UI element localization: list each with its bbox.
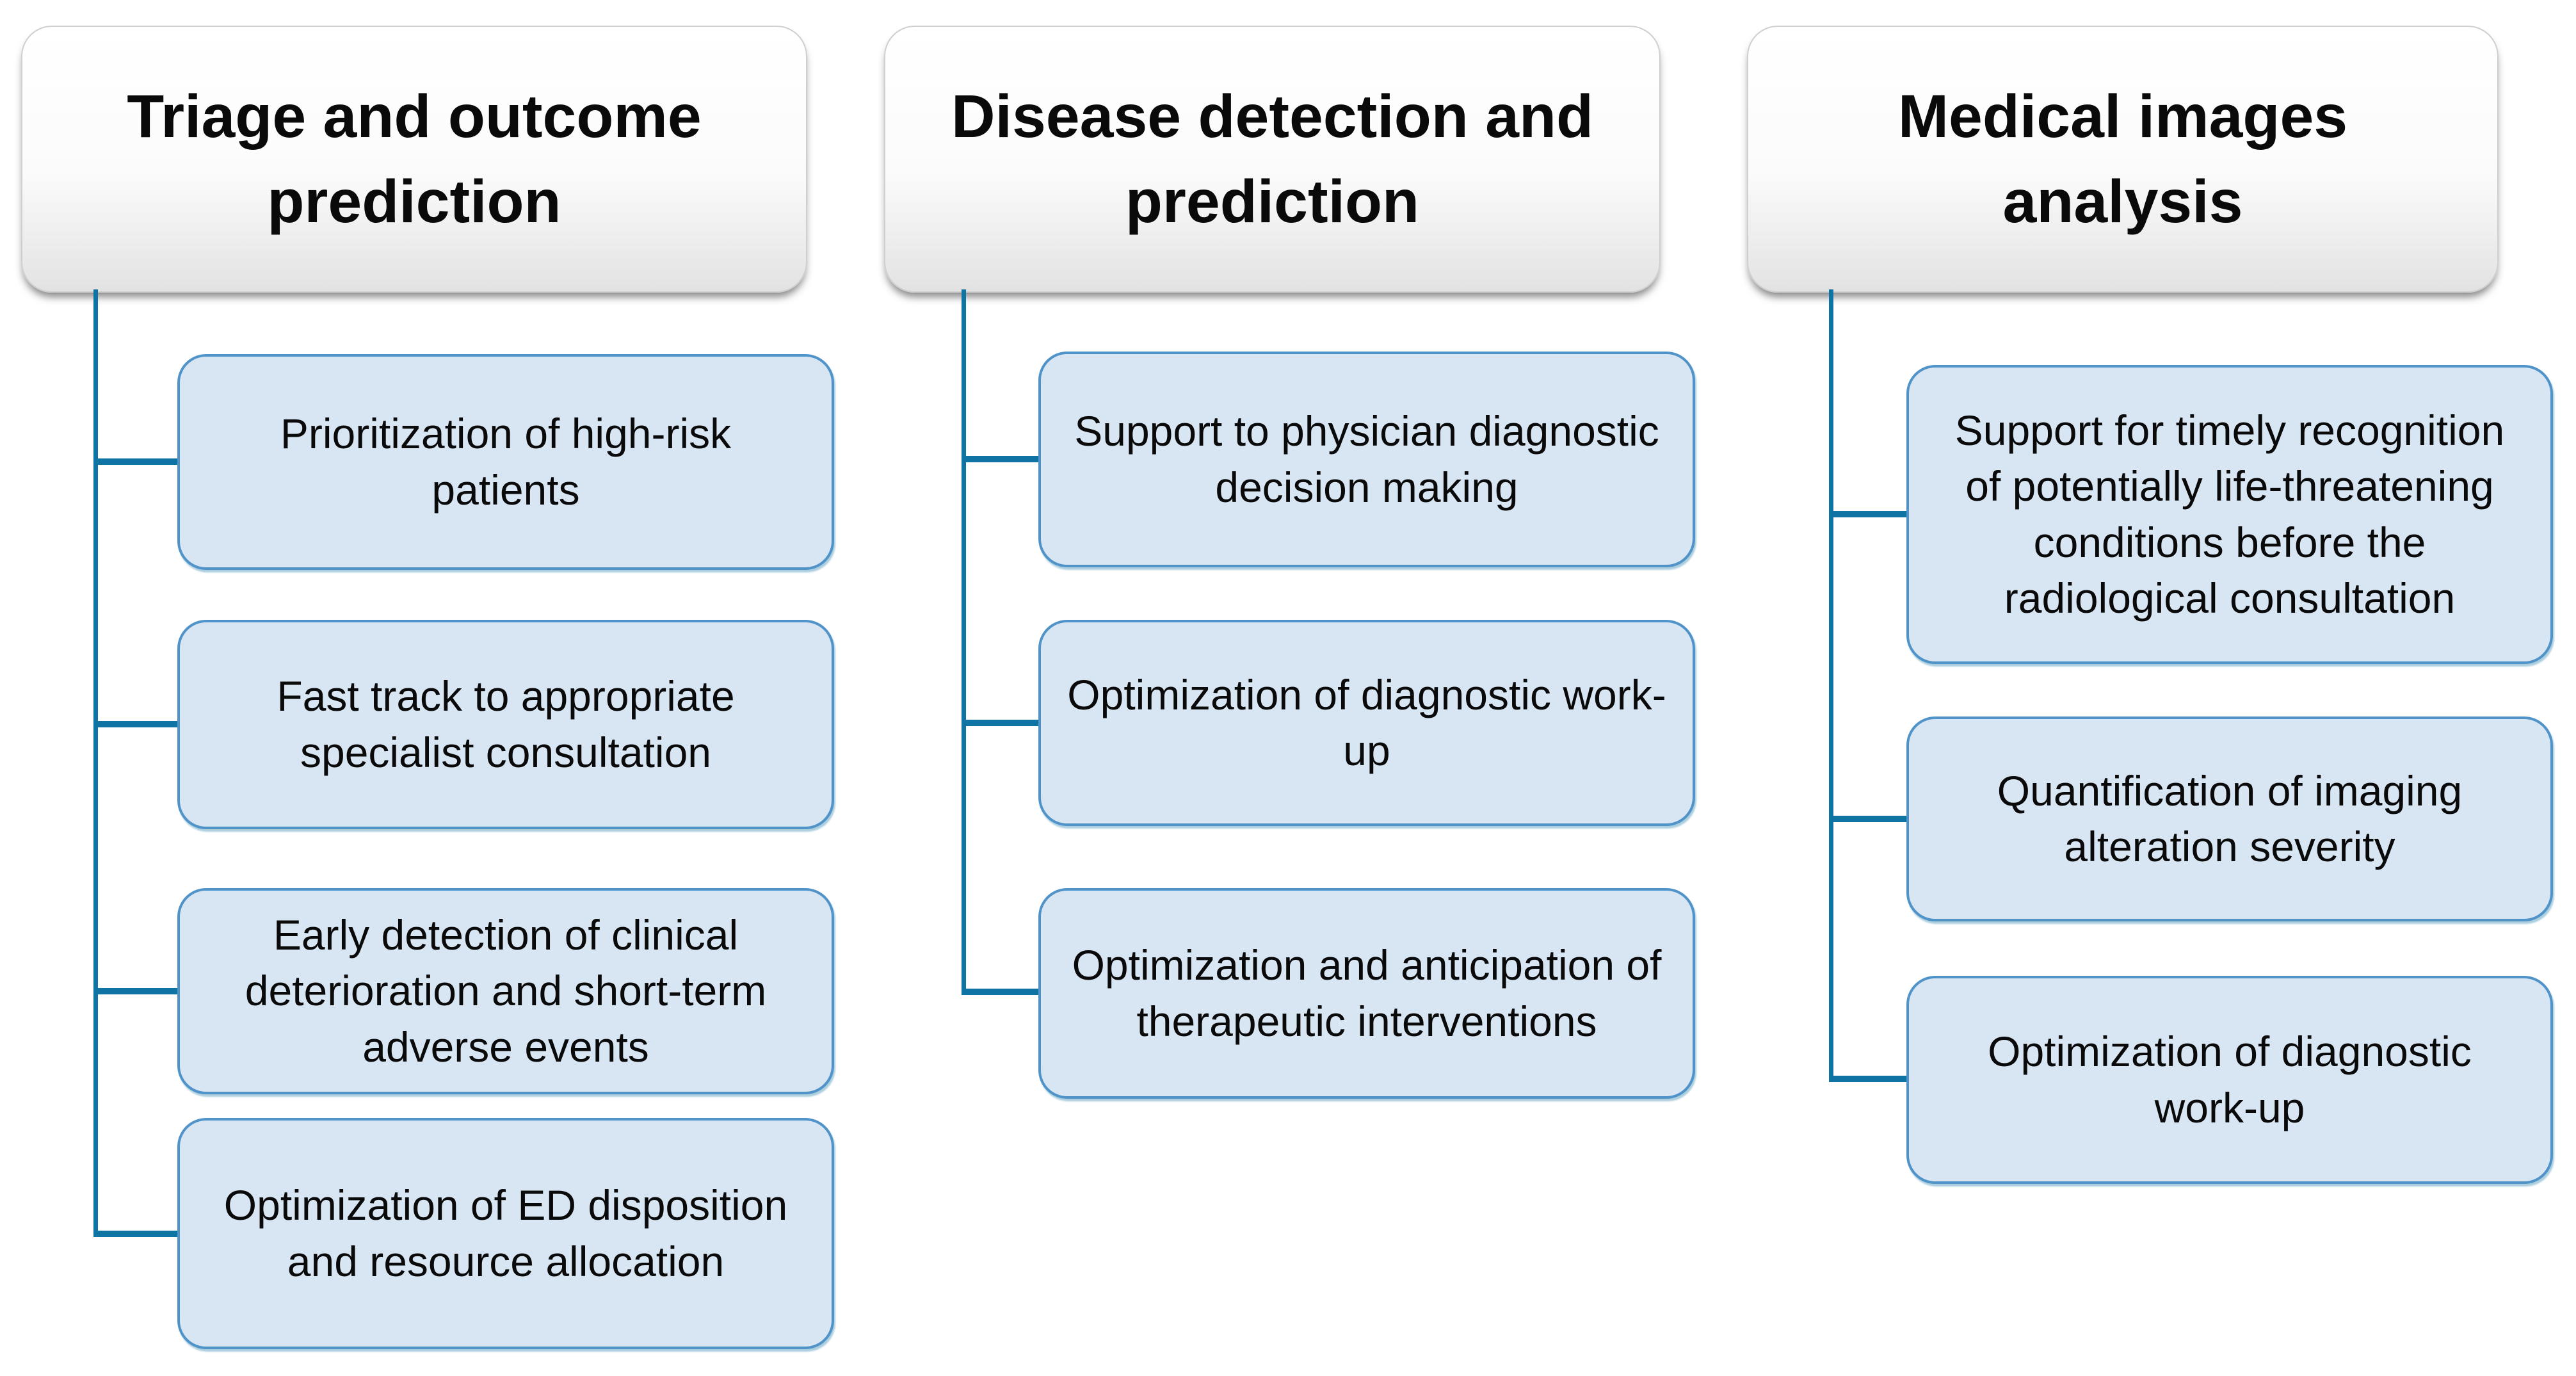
connector-stub-triage-3: [96, 988, 179, 994]
header-disease-detection-and-prediction: Disease detection and prediction: [884, 26, 1661, 293]
node-timely-recognition-life-threatening-conditions: Support for timely recognition of potent…: [1906, 365, 2553, 664]
header-triage-and-outcome-prediction: Triage and outcome prediction: [21, 26, 807, 293]
connector-stub-disease-3: [964, 989, 1040, 995]
node-early-detection-of-clinical-deterioration: Early detection of clinical deterioratio…: [177, 888, 834, 1094]
connector-stub-disease-1: [964, 456, 1040, 462]
node-quantification-imaging-alteration-severity: Quantification of imaging alteration sev…: [1906, 716, 2553, 921]
node-prioritization-of-high-risk-patients: Prioritization of high-risk patients: [177, 354, 834, 570]
node-optimization-of-ed-disposition: Optimization of ED disposition and resou…: [177, 1118, 834, 1349]
connector-line-triage: [93, 289, 98, 1237]
connector-stub-triage-4: [96, 1231, 179, 1237]
connector-stub-imaging-3: [1831, 1076, 1908, 1082]
node-support-physician-diagnostic-decision: Support to physician diagnostic decision…: [1038, 352, 1695, 567]
node-fast-track-to-specialist-consultation: Fast track to appropriate specialist con…: [177, 620, 834, 829]
header-medical-images-analysis: Medical images analysis: [1747, 26, 2499, 293]
node-optimization-anticipation-therapeutic-interventions: Optimization and anticipation of therape…: [1038, 888, 1695, 1099]
connector-stub-imaging-1: [1831, 511, 1908, 517]
connector-stub-disease-2: [964, 720, 1040, 726]
connector-line-disease: [962, 289, 966, 995]
connector-line-imaging: [1829, 289, 1833, 1082]
node-optimization-diagnostic-workup-imaging: Optimization of diagnostic work-up: [1906, 976, 2553, 1184]
connector-stub-imaging-2: [1831, 816, 1908, 822]
connector-stub-triage-2: [96, 721, 179, 727]
connector-stub-triage-1: [96, 458, 179, 465]
node-optimization-diagnostic-workup-disease: Optimization of diagnostic work-up: [1038, 620, 1695, 826]
